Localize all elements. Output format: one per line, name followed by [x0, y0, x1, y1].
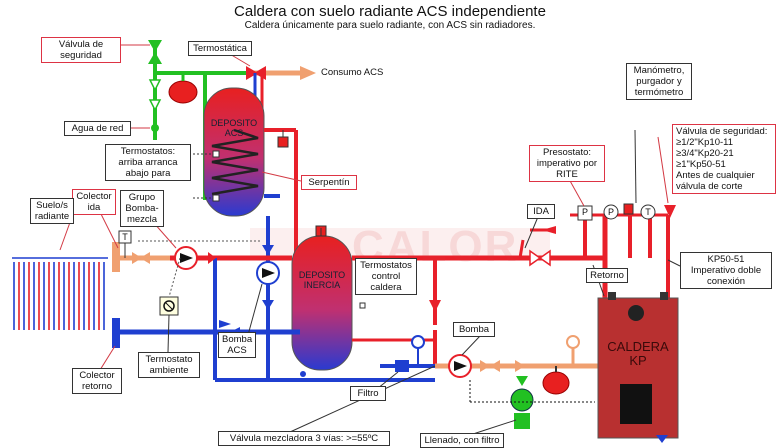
caldera-label: CALDERA KP — [607, 339, 669, 368]
boiler-thermometer-icon — [640, 204, 656, 220]
safety-valve-top-icon — [148, 40, 162, 52]
boiler-port-icon — [628, 305, 644, 321]
colector-ida-manifold — [112, 242, 120, 272]
manometro-icon — [603, 204, 619, 220]
label-grupo-bomba: Grupo Bomba- mezcla — [120, 190, 164, 227]
boiler-thermometer-letter: T — [645, 207, 651, 217]
deposito-inercia-label: DEPOSITO INERCIA — [298, 270, 346, 290]
label-retorno: Retorno — [586, 268, 628, 283]
label-colector-ida: Colector ida — [72, 189, 116, 215]
filtro-icon — [395, 360, 409, 372]
acs-sensor-icon — [277, 136, 289, 148]
expansion-vessel-boiler-icon — [542, 371, 570, 395]
label-termostatos-control: Termostatos control caldera — [355, 258, 417, 295]
label-valvula-mezcladora: Válvula mezcladora 3 vías: >=55ºC — [218, 431, 390, 446]
label-termostatos-deposito: Termostatos: arriba arranca abajo para — [105, 144, 191, 181]
label-agua-red: Agua de red — [64, 121, 131, 136]
label-bomba-acs: Bomba ACS — [218, 332, 256, 358]
tank-thermostat-top-icon — [212, 150, 220, 158]
diagram-title: Caldera con suelo radiante ACS independi… — [234, 3, 546, 20]
deposito-inercia-tank — [291, 235, 353, 371]
flow-arrow-icon — [262, 245, 274, 255]
label-presostato: Presostato: imperativo por RITE — [529, 145, 605, 182]
water-inlet-icon — [151, 124, 159, 132]
label-consumo-acs: Consumo ACS — [321, 67, 384, 78]
safety-valve-top-icon-b — [148, 52, 162, 64]
label-ida: IDA — [527, 204, 555, 219]
label-manometro: Manómetro, purgador y termómetro — [626, 63, 692, 100]
boiler-safety-valve-icon — [664, 205, 676, 218]
llenado-filter-icon — [510, 388, 534, 412]
label-filtro: Filtro — [350, 386, 386, 401]
colector-retorno-manifold — [112, 318, 120, 348]
presostato-icon — [577, 205, 593, 221]
label-termostato-ambiente: Termostato ambiente — [138, 352, 200, 378]
check-valve-icon-b — [148, 99, 162, 112]
label-serpentin: Serpentín — [301, 175, 357, 190]
label-suelo-radiante: Suelo/s radiante — [30, 198, 74, 224]
deposito-acs-label: DEPOSITO ACS — [210, 118, 258, 138]
diagram-subtitle: Caldera únicamente para suelo radiante, … — [244, 20, 536, 31]
label-llenado-filtro: Llenado, con filtro — [420, 433, 504, 448]
check-valve-icon — [148, 79, 162, 92]
presostato-letter: P — [581, 207, 588, 217]
label-bomba: Bomba — [453, 322, 495, 337]
consumo-arrow-icon — [300, 66, 316, 80]
ida-thermometer-letter: T — [122, 232, 128, 242]
serpentin-coil — [211, 128, 259, 196]
label-valvula-seguridad: Válvula de seguridad — [41, 37, 121, 63]
tank-thermostat-bottom-icon — [212, 194, 220, 202]
purgador-icon — [623, 203, 634, 215]
filter-thermometer-icon — [411, 335, 425, 349]
thermostatic-valve-icon — [246, 66, 258, 80]
boiler-door — [620, 384, 652, 424]
floor-heating-loops — [12, 257, 108, 330]
label-termostatica: Termostática — [188, 41, 252, 56]
manometro-letter: P — [607, 207, 614, 217]
label-valvula-seguridad-caldera: Válvula de seguridad: ≥1/2"Kp10-11 ≥3/4"… — [672, 124, 776, 194]
llenado-valve-icon — [514, 413, 530, 429]
expansion-vessel-acs-icon — [168, 80, 198, 104]
label-kp: KP50-51 Imperativo doble conexión — [680, 252, 772, 289]
return-thermometer-icon — [566, 335, 580, 349]
label-colector-retorno: Colector retorno — [72, 368, 122, 394]
